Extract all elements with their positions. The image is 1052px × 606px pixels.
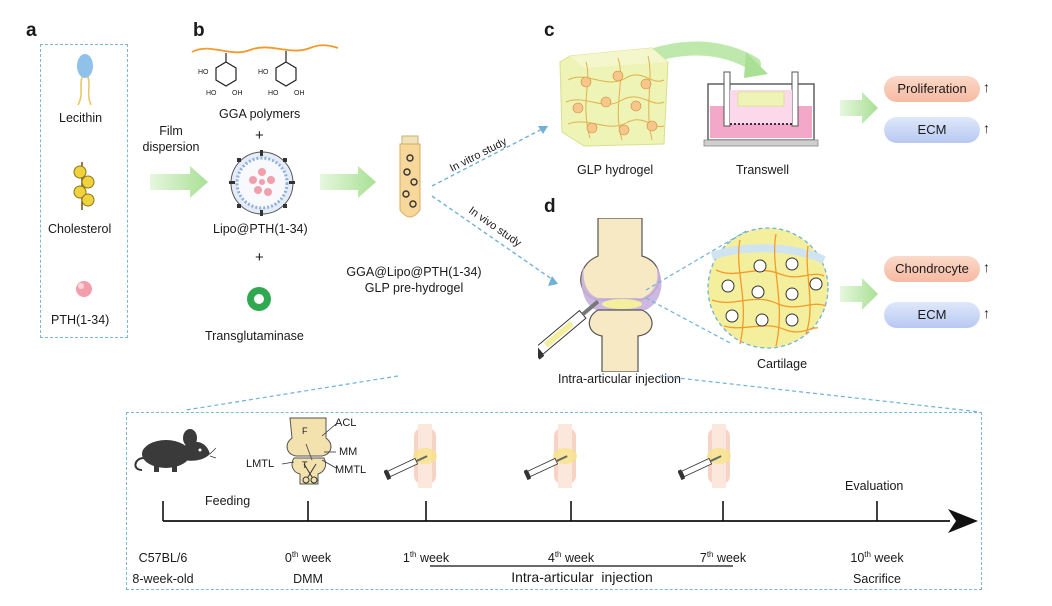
gga-ho-4: HO [268,90,279,97]
transglutaminase-icon [247,287,271,311]
transglutaminase-label: Transglutaminase [205,329,304,343]
dispersion-label: dispersion [142,140,200,154]
cartilage-zoom-icon [645,227,829,349]
mmtl-label: MMTL [335,464,367,476]
tick-sub-1: DMM [293,572,323,586]
pre-hydrogel-tube-icon [399,135,421,218]
cartilage-label: Cartilage [757,357,808,371]
pre-hydrogel-label-1: GGA@Lipo@PTH(1-34) [346,265,482,279]
vitro-arrowhead [538,126,548,134]
lmtl-label: LMTL [246,458,275,470]
knee-label-t: T [302,460,308,470]
mouse-icon [134,429,216,472]
proliferation-pill: Proliferation [884,76,980,102]
gga-label: GGA polymers [219,107,301,121]
arrow-to-tube [320,166,376,198]
acl-label: ACL [335,417,357,429]
tick-label-0: C57BL/6 [138,551,188,566]
chondrocyte-up-arrow: ↑ [983,259,990,275]
injection-label: Intra-articular injection [558,372,681,386]
proliferation-up-arrow: ↑ [983,79,990,95]
transwell-icon [703,71,819,147]
gga-ho-1: HO [198,69,209,76]
dmm-knee-icon: F T [281,417,337,485]
arrow-to-proliferation [840,92,878,124]
feeding-label: Feeding [205,494,251,508]
gga-polymer-icon: HO HO OH HO HO OH [191,44,339,97]
tick-label-1: 0th week [284,550,332,566]
injection-knee-icon-1 [384,424,437,488]
tick-label-3: 4th week [547,550,595,566]
arrow-to-chondrocyte [840,278,878,310]
pth-icon [76,281,92,297]
chondrocyte-pill: Chondrocyte [884,256,980,282]
liposome-icon [229,150,295,216]
cholesterol-icon [73,162,95,210]
panel-letter-d: d [544,196,556,217]
panel-letter-a: a [26,20,37,41]
vitro-arrow-line [431,125,549,187]
film-label: Film [159,124,183,138]
lecithin-icon [77,54,93,106]
transwell-label: Transwell [736,163,790,177]
vivo-arrowhead [548,276,558,286]
ecm-d-pill: ECM [884,302,980,328]
plus-1: + [255,127,264,144]
gga-oh-2: OH [294,90,305,97]
knee-joint-icon [538,218,662,372]
injection-period-label: Intra-articular injection [511,569,653,585]
injection-knee-icon-2 [524,424,577,488]
ecm-d-up-arrow: ↑ [983,305,990,321]
tick-label-4: 7th week [699,550,747,566]
cholesterol-label: Cholesterol [48,222,112,236]
gga-ho-3: HO [258,69,269,76]
tick-sub-5: Sacrifice [853,572,901,586]
knee-label-f: F [302,426,308,436]
injection-knee-icon-3 [678,424,731,488]
lecithin-label: Lecithin [59,111,103,125]
gga-oh-1: OH [232,90,243,97]
tick-label-2: 1th week [402,550,450,566]
panel-letter-c: c [544,20,555,41]
ecm-c-up-arrow: ↑ [983,120,990,136]
panel-letter-b: b [193,20,205,41]
lipo-label: Lipo@PTH(1-34) [213,222,308,236]
glp-hydrogel-icon [559,47,669,147]
tick-sub-0: 8-week-old [132,572,194,586]
mm-label: MM [339,446,358,458]
pre-hydrogel-label-2: GLP pre-hydrogel [364,281,464,295]
timeline-box [126,412,982,590]
evaluation-label: Evaluation [845,479,904,493]
pth-label: PTH(1-34) [51,313,110,327]
glp-hydrogel-label: GLP hydrogel [577,163,654,177]
gga-ho-2: HO [206,90,217,97]
ecm-c-pill: ECM [884,117,980,143]
tick-label-5: 10th week [850,550,904,566]
plus-2: + [255,249,264,266]
arrow-film [150,166,208,198]
panel-a-box [40,44,128,338]
